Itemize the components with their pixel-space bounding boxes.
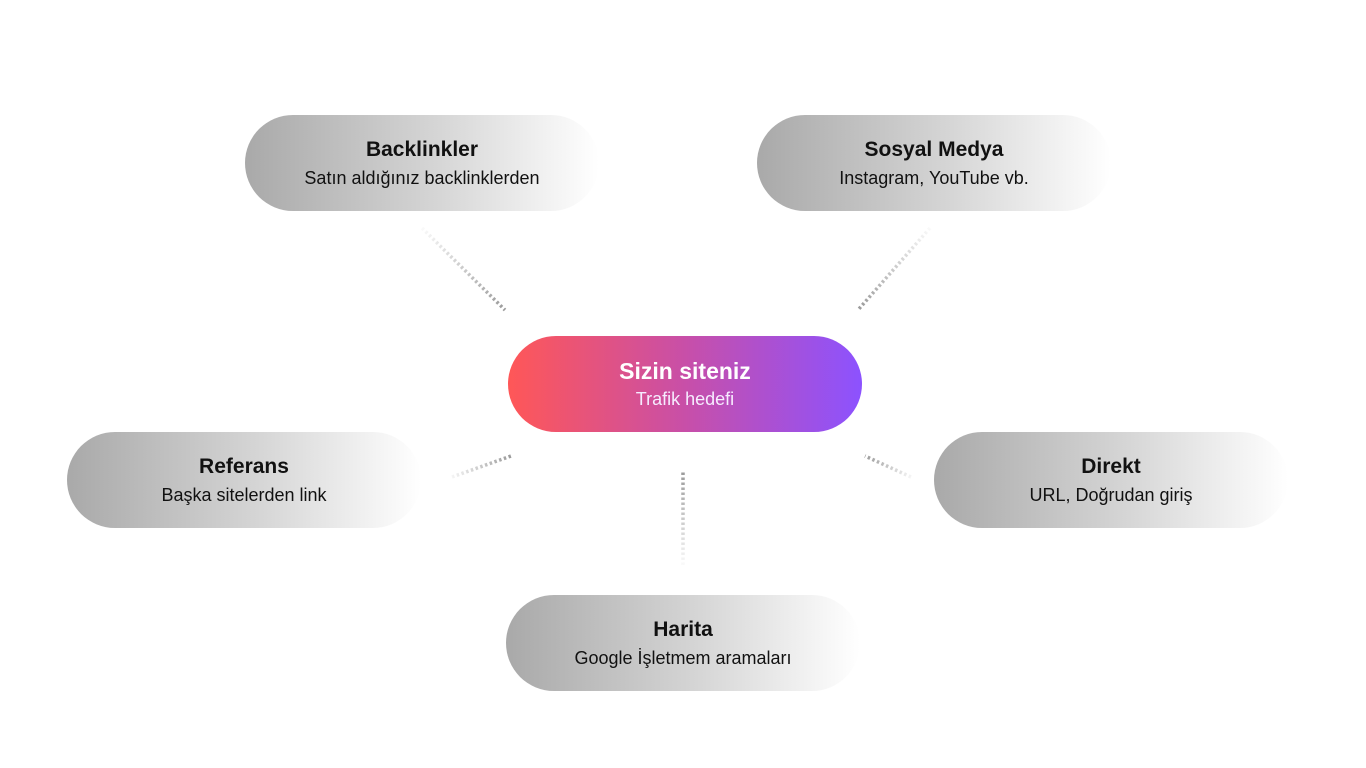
connector-referans	[451, 454, 512, 479]
source-node-referans: Referans Başka sitelerden link	[67, 432, 421, 528]
source-title: Sosyal Medya	[864, 137, 1004, 161]
source-title: Backlinkler	[365, 137, 479, 161]
center-subtitle: Trafik hedefi	[635, 388, 735, 409]
source-title: Harita	[653, 617, 713, 641]
center-title: Sizin siteniz	[619, 357, 751, 384]
source-subtitle: Google İşletmem aramaları	[574, 647, 792, 668]
source-title: Referans	[199, 454, 289, 478]
source-title: Direkt	[1081, 454, 1141, 478]
connector-backlinks	[420, 226, 507, 312]
center-node-your-site: Sizin siteniz Trafik hedefi	[508, 336, 862, 432]
source-subtitle: Başka sitelerden link	[161, 484, 327, 505]
source-node-backlinks: Backlinkler Satın aldığınız backlinklerd…	[245, 115, 599, 211]
source-subtitle: Satın aldığınız backlinklerden	[304, 167, 540, 188]
source-subtitle: URL, Doğrudan giriş	[1029, 484, 1193, 505]
source-node-direkt: Direkt URL, Doğrudan giriş	[934, 432, 1288, 528]
source-node-harita: Harita Google İşletmem aramaları	[506, 595, 860, 691]
connector-direkt	[864, 454, 912, 479]
source-subtitle: Instagram, YouTube vb.	[839, 167, 1029, 188]
source-node-social-media: Sosyal Medya Instagram, YouTube vb.	[757, 115, 1111, 211]
connector-social	[856, 226, 932, 312]
